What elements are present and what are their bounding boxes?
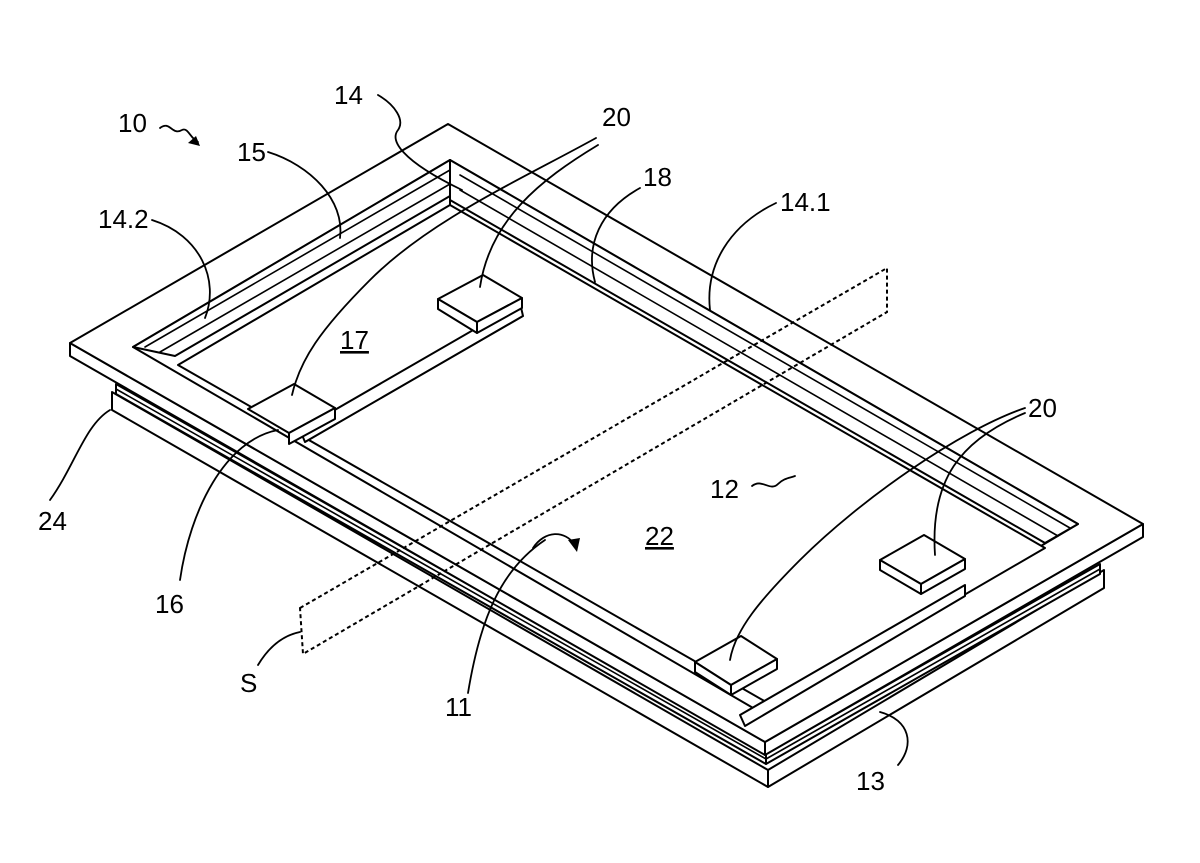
label-13: 13: [856, 766, 885, 796]
label-18: 18: [643, 162, 672, 192]
label-17: 17: [340, 325, 369, 355]
label-14-1: 14.1: [780, 187, 831, 217]
leader-lines: [49, 94, 1026, 766]
label-14: 14: [334, 80, 363, 110]
label-22: 22: [645, 521, 674, 551]
label-11: 11: [445, 692, 472, 722]
label-16: 16: [155, 589, 184, 619]
label-15: 15: [237, 137, 266, 167]
support-pads: [247, 274, 966, 696]
label-12: 12: [710, 474, 739, 504]
section-plane: [298, 266, 888, 656]
label-S: S: [240, 668, 257, 698]
reference-labels: 10 14 15 14.2 20 18 14.1 17 20 12 22 24 …: [38, 80, 1057, 796]
label-20-right: 20: [1028, 393, 1057, 423]
label-10: 10: [118, 108, 147, 138]
cross-bars: [299, 302, 966, 727]
label-24: 24: [38, 506, 67, 536]
inner-recess: [132, 159, 1079, 707]
label-14-2: 14.2: [98, 204, 149, 234]
label-20-top: 20: [602, 102, 631, 132]
